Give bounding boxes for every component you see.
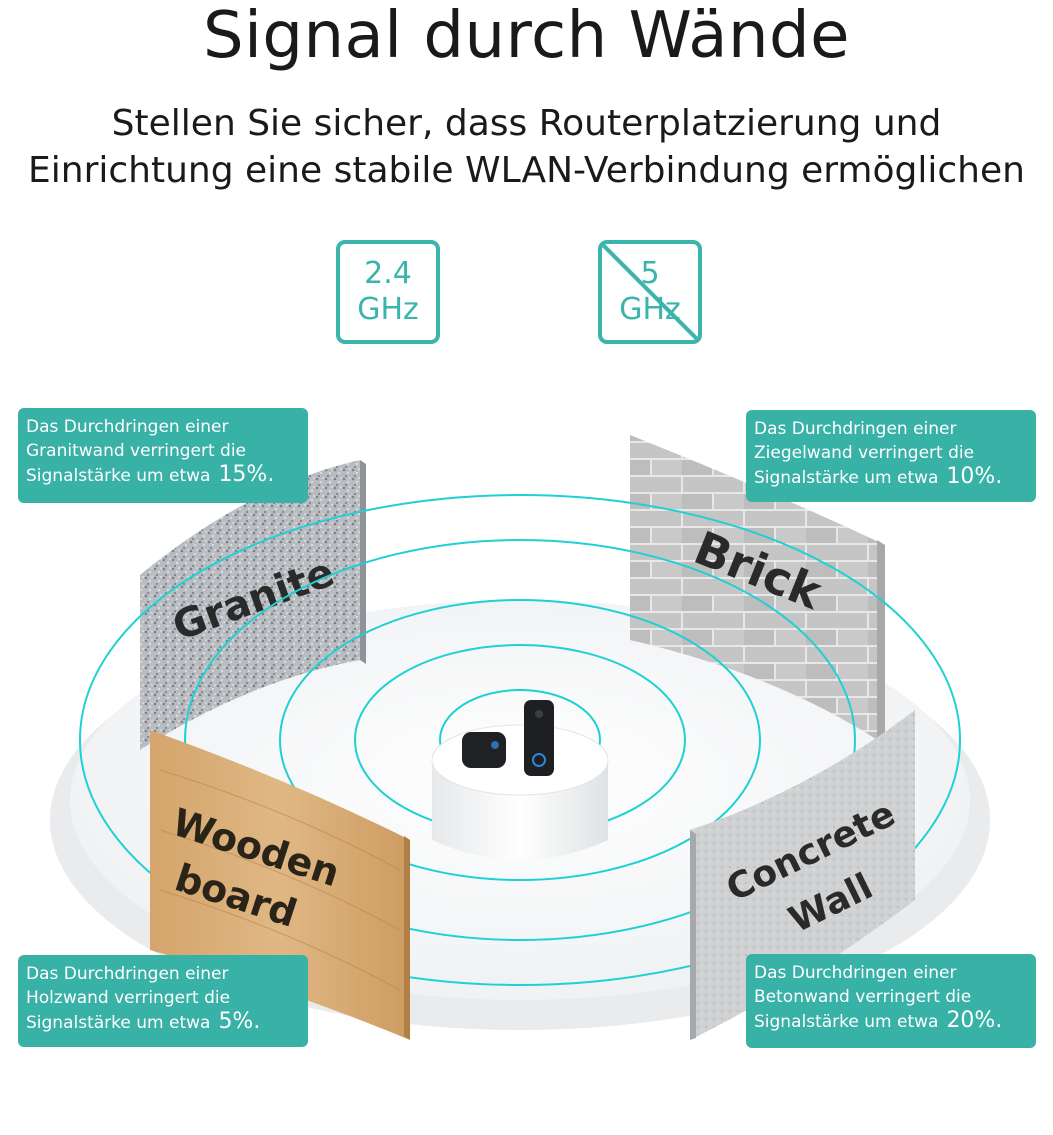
granite-callout-line-3: Signalstärke um etwa	[26, 466, 211, 486]
band-2-4-unit: GHz	[357, 292, 419, 327]
band-2-4-ghz-badge: 2.4 GHz	[336, 240, 440, 344]
wood-callout-value: 5%.	[218, 1009, 261, 1034]
band-5-value: 5	[640, 256, 660, 291]
brick-callout-line-1: Das Durchdringen einer	[754, 419, 957, 439]
granite-callout-line-1: Das Durchdringen einer	[26, 417, 229, 437]
brick-wall: Brick	[630, 435, 885, 745]
wood-callout-line-1: Das Durchdringen einer	[26, 964, 229, 984]
concrete-callout-line-2: Betonwand verringert die	[754, 987, 972, 1007]
granite-callout-value: 15%.	[218, 462, 275, 487]
brick-callout: Das Durchdringen einer Ziegelwand verrin…	[746, 410, 1036, 502]
brick-callout-line-3: Signalstärke um etwa	[754, 468, 939, 488]
concrete-callout-value: 20%.	[946, 1008, 1003, 1033]
subtitle-line-2: Einrichtung eine stabile WLAN-Verbindung…	[28, 150, 1025, 191]
band-5-ghz-badge: 5 GHz	[598, 240, 702, 344]
pedestal	[431, 724, 609, 860]
strikethrough-icon	[602, 244, 698, 340]
band-2-4-value: 2.4	[364, 256, 412, 291]
granite-callout: Das Durchdringen einer Granitwand verrin…	[18, 408, 308, 503]
wood-callout-line-2: Holzwand verringert die	[26, 988, 231, 1008]
concrete-callout-line-3: Signalstärke um etwa	[754, 1012, 939, 1032]
page-title: Signal durch Wände	[202, 0, 851, 73]
brick-callout-line-2: Ziegelwand verringert die	[754, 443, 975, 463]
page-subtitle: Stellen Sie sicher, dass Routerplatzieru…	[0, 100, 1053, 194]
video-doorbell-icon	[524, 700, 554, 776]
subtitle-line-1: Stellen Sie sicher, dass Routerplatzieru…	[111, 103, 942, 144]
wood-callout: Das Durchdringen einer Holzwand verringe…	[18, 955, 308, 1047]
concrete-callout-line-1: Das Durchdringen einer	[754, 963, 957, 983]
wood-callout-line-3: Signalstärke um etwa	[26, 1013, 211, 1033]
wall-scene: Granite Brick Wooden boar	[50, 435, 990, 1040]
granite-wall: Granite	[140, 460, 366, 750]
brick-callout-value: 10%.	[946, 464, 1003, 489]
concrete-callout: Das Durchdringen einer Betonwand verring…	[746, 954, 1036, 1048]
chime-receiver-icon	[462, 732, 506, 768]
granite-callout-line-2: Granitwand verringert die	[26, 441, 247, 461]
band-5-unit: GHz	[619, 292, 681, 327]
